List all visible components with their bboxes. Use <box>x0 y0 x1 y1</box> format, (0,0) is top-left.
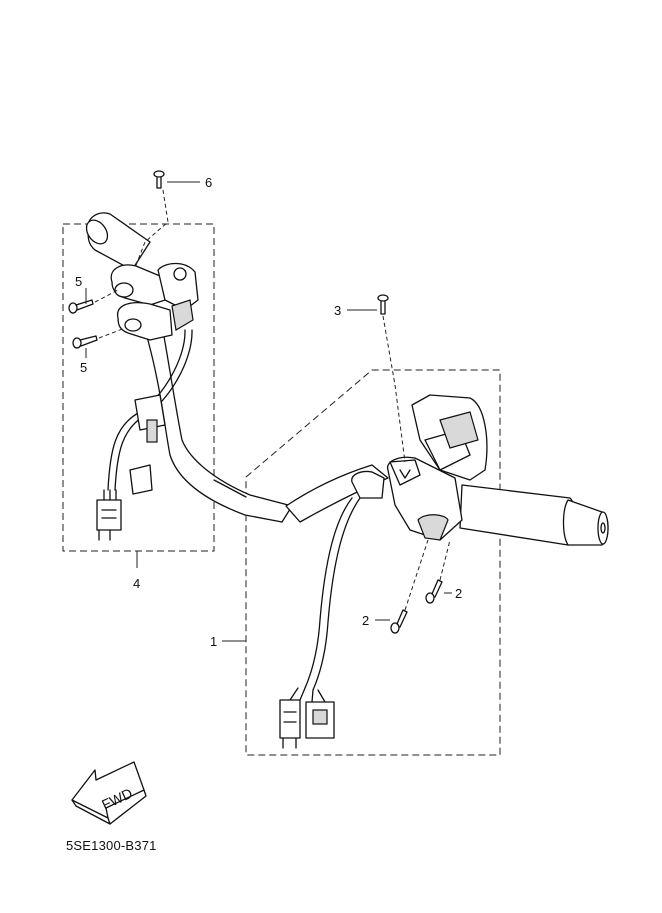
group-box-left-switch <box>62 223 215 552</box>
screw-5-upper <box>68 299 94 314</box>
left-handlebar-switch <box>85 212 199 341</box>
callout-1: 1 <box>210 634 217 649</box>
screw-6 <box>153 170 165 189</box>
callout-6: 6 <box>205 175 212 190</box>
callout-3: 3 <box>334 303 341 318</box>
callout-5-upper: 5 <box>75 274 82 289</box>
screw-2-right <box>425 579 443 604</box>
group-box-right-switch <box>245 369 501 756</box>
fwd-arrow-icon: FWD <box>71 761 147 825</box>
reference-code: 5SE1300-B371 <box>66 838 157 853</box>
leader-lines <box>85 181 452 642</box>
screw-3 <box>377 294 389 315</box>
screw-5-lower <box>72 335 98 349</box>
callout-2-left: 2 <box>362 613 369 628</box>
callout-2-right: 2 <box>455 586 462 601</box>
right-handlebar-switch <box>351 394 609 546</box>
callout-5-lower: 5 <box>80 360 87 375</box>
left-wire-harness <box>96 329 193 541</box>
right-wire-harness <box>279 497 361 749</box>
callout-4: 4 <box>133 576 140 591</box>
screw-2-left <box>390 609 408 634</box>
